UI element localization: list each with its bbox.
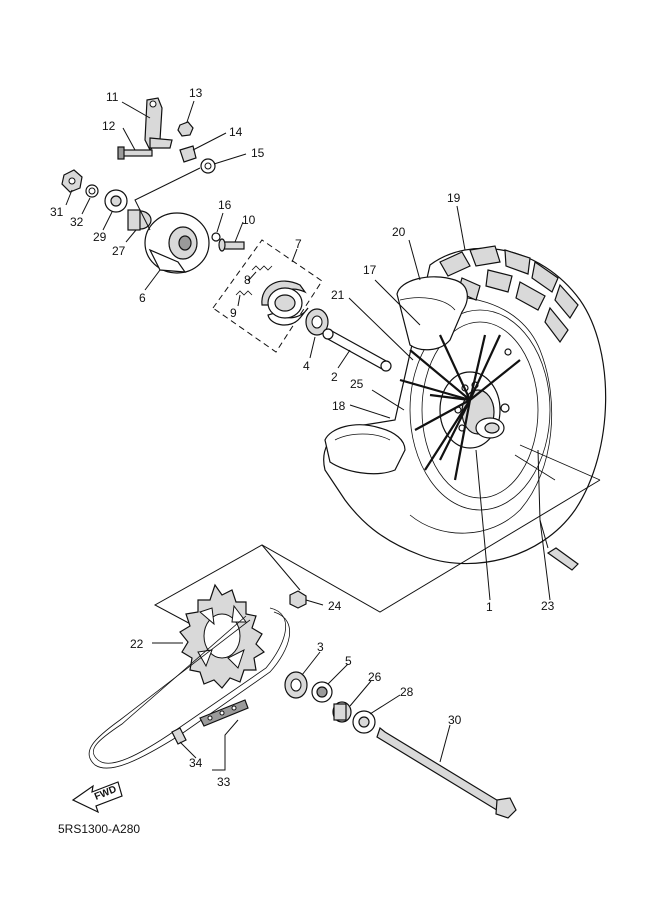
callout-16: 16 — [218, 198, 232, 212]
callout-17: 17 — [363, 263, 377, 277]
callout-33: 33 — [217, 775, 231, 789]
callout-13: 13 — [189, 86, 203, 100]
brake-shoes — [261, 280, 309, 326]
callout-25: 25 — [350, 377, 364, 391]
callout-14: 14 — [229, 125, 243, 139]
callout-7: 7 — [295, 237, 302, 251]
brake-shoe-plate — [144, 212, 210, 274]
callout-30: 30 — [448, 713, 462, 727]
callout-5: 5 — [345, 654, 352, 668]
callout-18: 18 — [332, 399, 346, 413]
callout-11: 11 — [106, 90, 119, 104]
drive-chain — [88, 607, 290, 769]
callout-15: 15 — [251, 146, 265, 160]
callout-20: 20 — [392, 225, 406, 239]
callout-4: 4 — [303, 359, 310, 373]
callout-27: 27 — [112, 244, 126, 258]
callout-numbers: 11 12 13 14 15 31 32 29 27 6 16 10 7 8 9… — [50, 86, 555, 789]
brake-shoe-group-box — [212, 239, 323, 353]
callout-1: 1 — [486, 600, 493, 614]
callout-9: 9 — [230, 306, 237, 320]
callout-19: 19 — [447, 191, 461, 205]
fwd-arrow-icon: FWD — [71, 781, 123, 814]
callout-6: 6 — [139, 291, 146, 305]
leader-lines — [65, 100, 551, 771]
callout-12: 12 — [102, 119, 116, 133]
diagram-code: 5RS1300-A280 — [58, 822, 141, 836]
callout-24: 24 — [328, 599, 342, 613]
callout-26: 26 — [368, 670, 382, 684]
callout-29: 29 — [93, 230, 107, 244]
callout-31: 31 — [50, 205, 64, 219]
callout-10: 10 — [242, 213, 256, 227]
callout-28: 28 — [400, 685, 414, 699]
callout-23: 23 — [541, 599, 555, 613]
chain-segment — [199, 699, 249, 727]
callout-21: 21 — [331, 288, 345, 302]
callout-8: 8 — [244, 273, 251, 287]
callout-2: 2 — [331, 370, 338, 384]
callout-3: 3 — [317, 640, 324, 654]
callout-34: 34 — [189, 756, 203, 770]
rear-wheel-assembly — [323, 245, 607, 565]
callout-32: 32 — [70, 215, 84, 229]
callout-22: 22 — [130, 637, 144, 651]
